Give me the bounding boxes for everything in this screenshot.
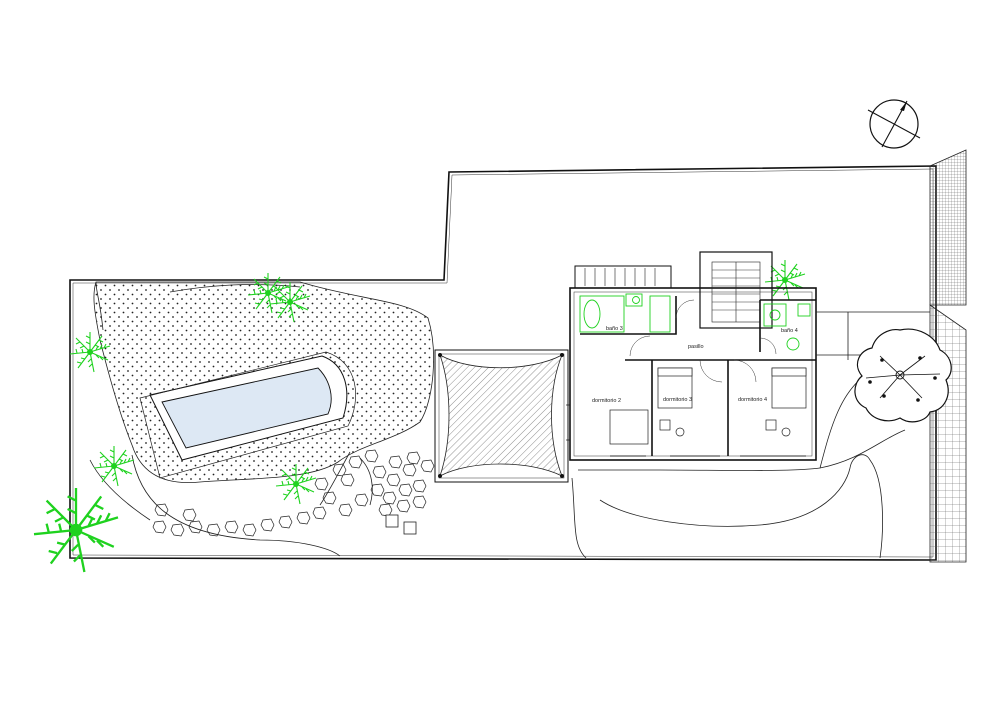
swimming-pool xyxy=(139,351,357,479)
house-upper-floor: baño 3 baño 4 pasillo dormitorio 2 dormi… xyxy=(566,251,817,461)
beds xyxy=(609,367,807,445)
palm-tree-icon xyxy=(764,259,806,301)
stepping-stones xyxy=(152,449,435,537)
room-label-bano4: baño 4 xyxy=(781,328,798,334)
palm-tree-icon xyxy=(32,486,120,574)
room-label-dormitorio3: dormitorio 3 xyxy=(663,397,692,403)
tree-icon xyxy=(854,328,952,423)
room-label-dormitorio4: dormitorio 4 xyxy=(738,397,767,403)
staircase-icon xyxy=(699,251,773,329)
room-label-pasillo: pasillo xyxy=(688,344,704,350)
room-label-bano3: baño 3 xyxy=(606,326,623,332)
pergola xyxy=(434,349,569,483)
bathroom-fixtures xyxy=(579,293,811,351)
north-arrow-icon xyxy=(867,99,921,149)
palm-tree-icon xyxy=(93,445,135,487)
room-label-dormitorio2: dormitorio 2 xyxy=(592,398,621,404)
east-boundary-strip xyxy=(929,149,967,563)
